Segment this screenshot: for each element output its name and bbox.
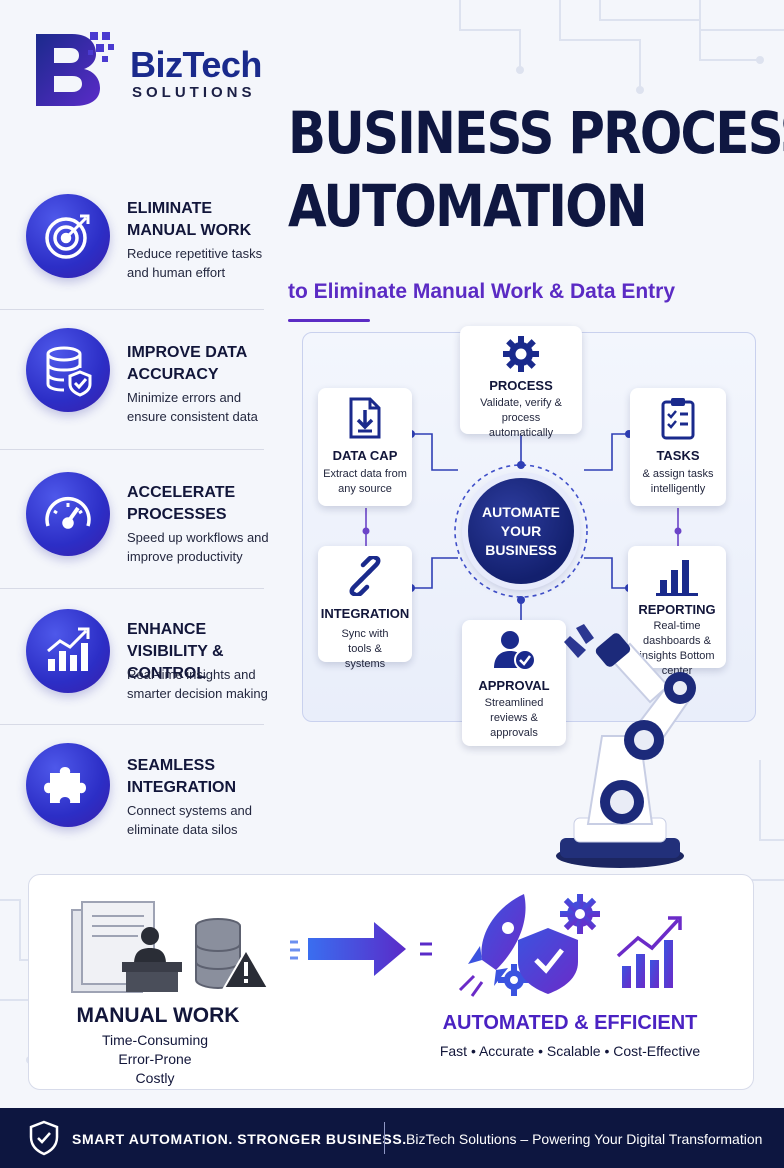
reporting-card[interactable]: REPORTING Real-time dashboards & insight… [628,546,726,677]
card-title: TASKS [656,448,700,463]
headline-line-1: BUSINESS PROCESS [288,99,784,167]
footer-bar: SMART AUTOMATION. STRONGER BUSINESS. Biz… [0,1108,784,1168]
card-title: APPROVAL [478,678,550,693]
automate-hub[interactable]: AUTOMATE YOUR BUSINESS [468,478,574,584]
automated-features: Fast • Accurate • Scalable • Cost-Effect… [439,1043,701,1059]
card-description: Extract data from any source [323,468,407,495]
benefit-description: Reduce repetitive tasks and human effort [127,246,263,280]
subtitle-underline [288,319,370,322]
headline-line-2: AUTOMATION [288,172,648,241]
manual-work-illustration [71,901,270,993]
gear-icon [503,336,539,372]
benefit-description: Minimize errors and ensure consistent da… [127,390,258,424]
headline-subtitle: to Eliminate Manual Work & Data Entry [288,280,676,303]
benefit-eliminate-manual-work: ELIMINATE MANUAL WORK Reduce repetitive … [0,170,264,310]
footer-separator [384,1122,385,1154]
hub-line-3: BUSINESS [485,541,557,558]
brand-mark-icon [36,32,114,106]
clipboard-checklist-icon [661,398,695,440]
footer-tagline: BizTech Solutions – Powering Your Digita… [406,1131,763,1147]
benefit-title: ACCELERATE PROCESSES [127,484,236,523]
transform-arrow-icon [290,922,432,976]
integration-card[interactable]: INTEGRATION Sync with tools & systems [318,546,412,670]
benefit-description: Speed up workflows and improve productiv… [127,530,269,564]
data-cap-card[interactable]: DATA CAP Extract data from any source [318,388,412,506]
automated-title: AUTOMATED & EFFICIENT [442,1012,698,1034]
benefit-title: ELIMINATE MANUAL WORK [127,200,252,239]
manual-work-point: Time-Consuming [101,1032,209,1048]
benefit-description: Real-time insights and smarter decision … [127,667,268,701]
card-description: Sync with tools & systems [341,628,389,670]
card-description: & assign tasks intelligently [642,468,714,495]
benefit-improve-data-accuracy: IMPROVE DATA ACCURACY Minimize errors an… [0,310,264,450]
benefit-seamless-integration: SEAMLESS INTEGRATION Connect systems and… [0,725,264,865]
benefit-accelerate-processes: ACCELERATE PROCESSES Speed up workflows … [0,450,269,590]
bar-chart-icon [656,560,698,596]
manual-work-point: Costly [135,1070,175,1086]
automated-illustration [458,894,682,997]
puzzle-piece-icon [26,743,110,827]
card-title: REPORTING [638,602,716,617]
speedometer-icon [26,472,110,556]
card-title: PROCESS [489,378,553,393]
brand-tagline: SOLUTIONS [132,84,256,101]
growth-chart-icon [26,609,110,693]
hub-line-2: YOUR [500,522,542,539]
card-title: INTEGRATION [320,606,410,621]
brand-logo[interactable]: BizTech SOLUTIONS [32,30,292,110]
page-headline: BUSINESS PROCESS AUTOMATION [288,99,784,241]
benefit-title: ENHANCE VISIBILITY & CONTROL [127,621,224,682]
robot-arm-illustration [556,624,696,868]
footer-slogan: SMART AUTOMATION. STRONGER BUSINESS. [72,1131,407,1147]
manual-work-point: Error-Prone [118,1051,192,1067]
process-card[interactable]: PROCESS Validate, verify & process autom… [460,326,582,439]
card-description: Streamlined reviews & approvals [484,697,544,739]
user-check-icon [494,631,536,671]
card-title: DATA CAP [332,448,398,463]
benefit-divider [0,724,264,725]
approval-card[interactable]: APPROVAL Streamlined reviews & approvals [462,620,566,746]
database-shield-icon [26,328,110,412]
benefit-enhance-visibility: ENHANCE VISIBILITY & CONTROL Real-time i… [0,589,268,729]
hub-line-1: AUTOMATE [481,503,561,520]
brand-name: BizTech [130,44,262,85]
benefit-divider [0,309,264,310]
benefit-divider [0,588,264,589]
benefit-description: Connect systems and eliminate data silos [127,803,253,837]
benefit-divider [0,449,264,450]
tasks-card[interactable]: TASKS & assign tasks intelligently [630,388,726,506]
chain-link-icon [349,556,381,596]
manual-work-title: MANUAL WORK [76,1004,240,1027]
card-description: Validate, verify & process automatically [480,397,562,439]
benefit-title: IMPROVE DATA ACCURACY [127,344,247,383]
benefit-title: SEAMLESS INTEGRATION [127,757,237,796]
shield-check-icon [29,1120,59,1156]
target-arrow-icon [26,194,110,278]
document-download-icon [349,397,381,439]
